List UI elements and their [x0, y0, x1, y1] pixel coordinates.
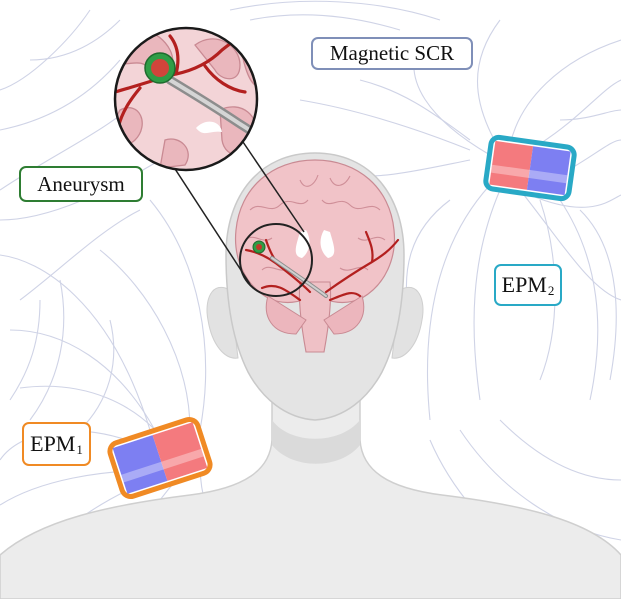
magnet-epm1	[108, 417, 213, 499]
magnet-epm2	[485, 136, 575, 199]
aneurysm-small-core	[256, 244, 262, 250]
epm2-label-subscript: 2	[548, 283, 555, 299]
aneurysm-label: Aneurysm	[19, 166, 143, 202]
inset-aneurysm-core	[151, 59, 169, 77]
epm1-label-subscript: 1	[76, 442, 83, 458]
epm2-label-main: EPM	[502, 272, 547, 298]
magnetic-scr-label: Magnetic SCR	[311, 37, 473, 70]
epm1-label-main: EPM	[30, 431, 75, 457]
